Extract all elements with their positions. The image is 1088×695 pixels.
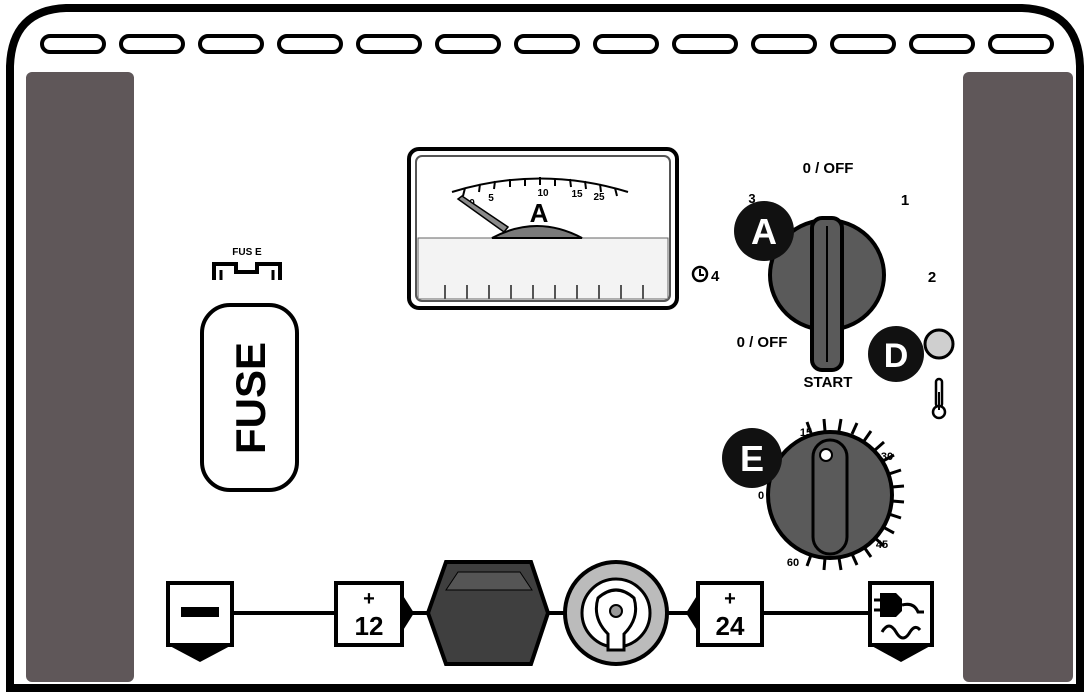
thermal-indicator-lamp: [923, 328, 955, 360]
ammeter-lower-ticks: [444, 285, 644, 299]
time-dial-badge-letter: E: [740, 438, 764, 479]
time-dial-label: 15: [800, 427, 812, 439]
right-side-panel: [963, 72, 1073, 682]
time-dial-grip[interactable]: [811, 438, 849, 556]
plus-12-terminal[interactable]: + 12: [334, 581, 414, 647]
ammeter-scale-label: 10: [537, 188, 549, 199]
timer-position-1: 1: [901, 192, 909, 209]
fuse-label: FUSE: [227, 342, 274, 454]
timer-switch[interactable]: 0 / OFF 3 1 2 0 / OFF START A: [734, 160, 936, 391]
timer-position-2: 2: [928, 269, 936, 286]
plus-24-terminal[interactable]: + 24: [686, 581, 764, 647]
time-dial-label: 0: [758, 490, 764, 502]
timer-position-4: 4: [711, 268, 720, 285]
thermometer-icon: [931, 377, 947, 420]
hex-nut-icon[interactable]: [425, 560, 551, 666]
timer-position-3: 3: [748, 191, 755, 206]
thermal-badge-letter: D: [884, 337, 909, 375]
plus-24-sign: +: [724, 588, 736, 610]
ammeter: 0 5 10 15 25 A: [407, 147, 679, 310]
time-dial-badge: [722, 428, 782, 488]
ammeter-unit: A: [530, 198, 549, 228]
ammeter-scale-label: 15: [571, 189, 583, 200]
plus-24-value: 24: [716, 611, 745, 641]
fuse-icon: [212, 262, 282, 280]
fuse-holder[interactable]: FUS E FUSE: [200, 247, 299, 492]
time-dial-pointer: [819, 448, 833, 462]
fuse-caption: FUS E: [232, 247, 262, 258]
timer-start-label: START: [804, 374, 853, 391]
time-dial-label: 30: [881, 451, 893, 463]
ammeter-scale-label: 5: [488, 193, 494, 204]
timer-badge: [734, 201, 794, 261]
timer-position-off-top: 0 / OFF: [803, 160, 854, 177]
negative-terminal[interactable]: [166, 581, 234, 662]
time-dial-label: 60: [787, 557, 799, 569]
ammeter-lower-face: [417, 237, 669, 300]
ammeter-needle-pivot: [491, 225, 583, 239]
ammeter-needle: [456, 195, 510, 234]
thermal-badge: [868, 326, 924, 382]
ammeter-scale-label: 25: [593, 192, 605, 203]
ammeter-ticks: [462, 177, 618, 197]
minus-symbol: [181, 607, 219, 617]
plus-12-value: 12: [355, 611, 384, 641]
left-side-panel: [26, 72, 134, 682]
time-dial[interactable]: 15 30 45 60 0 E: [722, 418, 905, 571]
thermal-indicator: D: [868, 326, 955, 420]
mains-plug-ac-icon: [868, 581, 934, 662]
plus-12-sign: +: [363, 588, 375, 610]
timer-badge-letter: A: [751, 211, 777, 252]
fuse-cap[interactable]: [200, 303, 299, 492]
clock-icon: [691, 265, 709, 283]
time-dial-label: 45: [876, 539, 888, 551]
timer-position-off-left: 0 / OFF: [737, 334, 788, 351]
socket-icon[interactable]: [563, 560, 669, 666]
ventilation-slots: [40, 34, 1054, 54]
